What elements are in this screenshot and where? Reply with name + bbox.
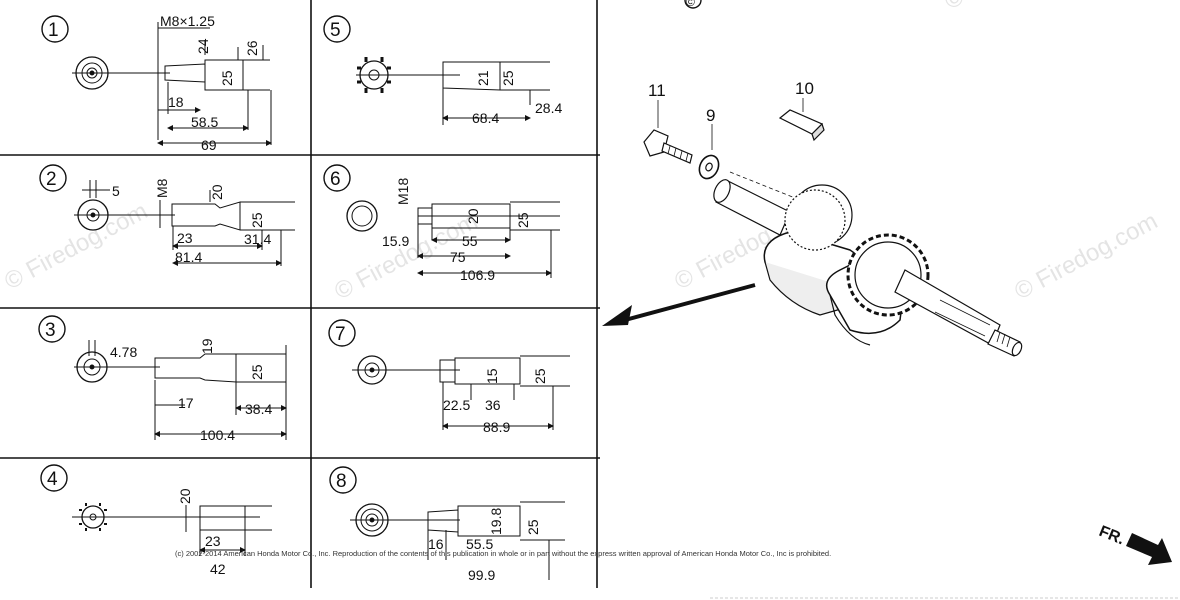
panel-1-len-18: 18 [168, 94, 184, 110]
front-direction-marker: FR. [1097, 523, 1172, 565]
panel-4: 4 20 23 42 [40, 464, 272, 577]
panel-7-dim-15: 15 [484, 368, 500, 384]
panel-6-m18-label: M18 [395, 178, 411, 205]
panel-5-number: 5 [330, 20, 341, 41]
panel-3-dim-478: 4.78 [110, 344, 137, 360]
panel-6-number: 6 [330, 169, 341, 190]
top-marker: © [686, 0, 695, 9]
output-shaft [894, 269, 1023, 357]
watermark-1: © Firedog.com [0, 197, 152, 295]
callout-10: 10 [795, 79, 814, 98]
panel-4-number: 4 [47, 469, 58, 490]
panel-3-dim-19: 19 [199, 338, 215, 354]
panel-2-m8-label: M8 [154, 178, 170, 198]
panel-6-dim-20: 20 [465, 208, 481, 224]
panel-5-len-284: 28.4 [535, 100, 562, 116]
panel-1-thread-label: M8×1.25 [160, 13, 215, 29]
panel-1-len-69: 69 [201, 137, 217, 153]
panel-2-len-81: 81.4 [175, 249, 202, 265]
panel-2-len-23: 23 [177, 230, 193, 246]
panel-3-len-17: 17 [178, 395, 194, 411]
front-arrow-icon [1126, 533, 1172, 565]
panel-5-dim-21: 21 [475, 70, 491, 86]
panel-1-dim-24: 24 [195, 38, 211, 54]
panel-4-len-42: 42 [210, 561, 226, 577]
bolt-part [643, 129, 693, 164]
panel-4-len-23: 23 [205, 533, 221, 549]
panel-7-len-225: 22.5 [443, 397, 470, 413]
panel-8-len-999: 99.9 [468, 567, 495, 583]
panel-8-len-16: 16 [428, 536, 444, 552]
panel-5-len-684: 68.4 [472, 110, 499, 126]
panel-6-len-159: 15.9 [382, 233, 409, 249]
panel-6-len-55: 55 [462, 233, 478, 249]
panel-5-dim-25: 25 [500, 70, 516, 86]
copyright-notice: (c) 2002-2014 American Honda Motor Co., … [175, 549, 832, 558]
panel-2-number: 2 [46, 169, 57, 190]
panel-2-len-31: 31.4 [244, 231, 271, 247]
panel-2-dim-20: 20 [209, 184, 225, 200]
crankshaft-assembly: © 11 9 10 [602, 0, 1023, 357]
panel-7: 7 15 25 22.5 36 88.9 [328, 319, 570, 435]
washer-part [698, 154, 720, 180]
panel-6-len-1069: 106.9 [460, 267, 495, 283]
panel-7-dim-25: 25 [532, 368, 548, 384]
panel-5: 5 21 25 28.4 68.4 [323, 15, 562, 126]
grid-lines [0, 0, 600, 588]
panel-7-len-889: 88.9 [483, 419, 510, 435]
panel-3-dim-25: 25 [249, 364, 265, 380]
panel-6-len-75: 75 [450, 249, 466, 265]
panel-4-dim-20: 20 [177, 488, 193, 504]
panel-1-dim-26: 26 [244, 40, 260, 56]
key-part [778, 109, 825, 142]
panel-8: 8 19.8 25 16 55.5 99.9 [329, 466, 565, 583]
panel-8-number: 8 [336, 471, 347, 492]
callout-9: 9 [706, 106, 715, 125]
panel-8-len-555: 55.5 [466, 536, 493, 552]
watermark-5: © Firedog.com [940, 0, 1092, 15]
panel-2-dim-5: 5 [112, 183, 120, 199]
panel-3-number: 3 [45, 320, 56, 341]
panel-7-len-36: 36 [485, 397, 501, 413]
panel-1-number: 1 [48, 20, 59, 41]
panel-2: 2 M8 5 20 25 23 31.4 81.4 [39, 164, 295, 266]
panel-3-len-38: 38.4 [245, 401, 272, 417]
panel-3-len-100: 100.4 [200, 427, 235, 443]
panel-2-dim-25: 25 [249, 212, 265, 228]
front-marker-label: FR. [1097, 523, 1127, 548]
panel-8-dim-198: 19.8 [488, 508, 504, 535]
watermark-4: © Firedog.com [1010, 207, 1162, 305]
panel-1: 1 M8×1.25 24 25 26 18 58.5 69 [41, 13, 272, 153]
crank-web-front [763, 184, 863, 316]
panel-6-dim-25: 25 [515, 212, 531, 228]
panel-7-number: 7 [335, 324, 346, 345]
panel-6: 6 M18 20 25 15.9 55 75 106.9 [323, 164, 560, 283]
panel-1-len-58: 58.5 [191, 114, 218, 130]
panel-8-dim-25: 25 [525, 519, 541, 535]
callout-11: 11 [648, 81, 666, 100]
panel-1-dim-25: 25 [219, 70, 235, 86]
panel-3: 3 4.78 19 25 17 38.4 100.4 [38, 315, 287, 443]
